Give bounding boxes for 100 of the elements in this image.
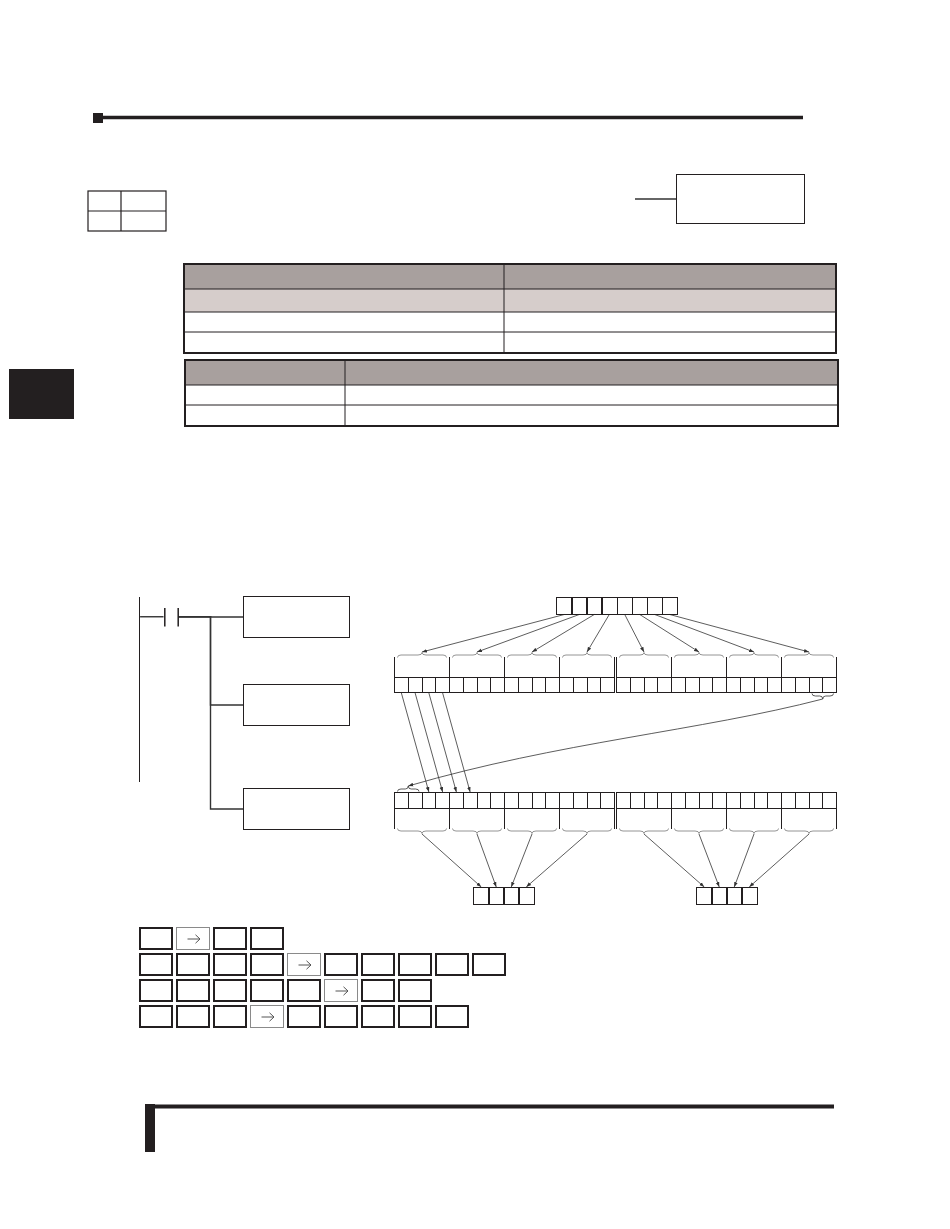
- register-cell: [518, 887, 535, 905]
- bit-cell: [657, 792, 672, 809]
- register-cell: [616, 597, 633, 615]
- bit-cell: [600, 677, 615, 693]
- bracketed-bit-group: [394, 792, 450, 834]
- register-cell: [741, 887, 758, 905]
- bit-cell: [476, 792, 492, 809]
- bracketed-bit-group: [671, 792, 727, 834]
- bit-cell: [616, 792, 631, 809]
- bit-cell: [726, 677, 741, 693]
- bit-cell: [559, 677, 574, 693]
- bracketed-bit-group: [671, 652, 727, 693]
- register-cell: [556, 597, 573, 615]
- bit-cell: [657, 677, 672, 693]
- bit-cell: [794, 677, 810, 693]
- bracketed-bit-group: [559, 652, 615, 693]
- bit-cell: [616, 677, 631, 693]
- bracketed-bit-group: [616, 792, 672, 834]
- bit-cell: [572, 677, 588, 693]
- bit-cell: [684, 792, 700, 809]
- register-cell: [601, 597, 618, 615]
- bit-cell: [462, 792, 478, 809]
- bit-cell: [517, 792, 533, 809]
- instruction-box: [243, 596, 350, 638]
- bit-cell: [394, 792, 409, 809]
- bit-cell: [504, 677, 519, 693]
- bit-cell: [794, 792, 810, 809]
- bit-cell: [822, 792, 837, 809]
- bit-cell: [643, 792, 659, 809]
- bit-cell: [671, 677, 686, 693]
- connector-line: [634, 198, 677, 200]
- bit-cell: [449, 677, 464, 693]
- bit-cell: [394, 677, 409, 693]
- bit-cell: [517, 677, 533, 693]
- bracketed-bit-group: [559, 792, 615, 834]
- bit-cell: [781, 677, 796, 693]
- bracketed-bit-group: [726, 792, 782, 834]
- bit-cell: [671, 792, 686, 809]
- bit-cell: [753, 792, 769, 809]
- bit-cell: [490, 677, 505, 693]
- bit-cell: [545, 792, 560, 809]
- bracketed-bit-group: [449, 792, 505, 834]
- bit-cell: [808, 677, 824, 693]
- bit-cell: [476, 677, 492, 693]
- bit-cell: [698, 792, 714, 809]
- register-cell: [726, 887, 743, 905]
- bit-cell: [586, 792, 602, 809]
- bit-cell: [531, 677, 547, 693]
- bracketed-bit-group: [504, 652, 560, 693]
- bit-cell: [822, 677, 837, 693]
- register-cell: [646, 597, 663, 615]
- register-cell: [488, 887, 505, 905]
- register-cell: [586, 597, 603, 615]
- bit-cell: [781, 792, 796, 809]
- bit-cell: [531, 792, 547, 809]
- bit-cell: [435, 792, 450, 809]
- bit-cell: [586, 677, 602, 693]
- bit-cell: [643, 677, 659, 693]
- bit-cell: [421, 677, 437, 693]
- bit-cell: [753, 677, 769, 693]
- bit-cell: [407, 677, 423, 693]
- bit-cell: [767, 792, 782, 809]
- bit-cell: [808, 792, 824, 809]
- bit-cell: [684, 677, 700, 693]
- register-cell: [631, 597, 648, 615]
- bracketed-bit-group: [726, 652, 782, 693]
- bit-cell: [712, 677, 727, 693]
- bit-cell: [462, 677, 478, 693]
- bit-cell: [629, 677, 645, 693]
- instruction-box: [676, 174, 805, 224]
- bit-cell: [449, 792, 464, 809]
- register-cell: [696, 887, 713, 905]
- bit-cell: [572, 792, 588, 809]
- register-cell: [473, 887, 490, 905]
- bit-cell: [600, 792, 615, 809]
- bit-cell: [739, 677, 755, 693]
- register-cell: [503, 887, 520, 905]
- bit-cell: [629, 792, 645, 809]
- bit-cell: [559, 792, 574, 809]
- register-cell: [711, 887, 728, 905]
- bit-cell: [698, 677, 714, 693]
- bracketed-bit-group: [781, 792, 837, 834]
- bracketed-bit-group: [504, 792, 560, 834]
- power-rail: [138, 597, 141, 782]
- bit-cell: [407, 792, 423, 809]
- connector-line: [177, 616, 244, 810]
- bracketed-bit-group: [449, 652, 505, 693]
- instruction-box: [243, 684, 350, 726]
- register-cell: [661, 597, 678, 615]
- bit-cell: [435, 677, 450, 693]
- bit-cell: [726, 792, 741, 809]
- bracketed-bit-group: [616, 652, 672, 693]
- bit-cell: [739, 792, 755, 809]
- register-cell: [571, 597, 588, 615]
- bit-cell: [712, 792, 727, 809]
- bit-cell: [767, 677, 782, 693]
- bit-cell: [504, 792, 519, 809]
- connector-line: [139, 616, 165, 618]
- bit-cell: [421, 792, 437, 809]
- bit-cell: [490, 792, 505, 809]
